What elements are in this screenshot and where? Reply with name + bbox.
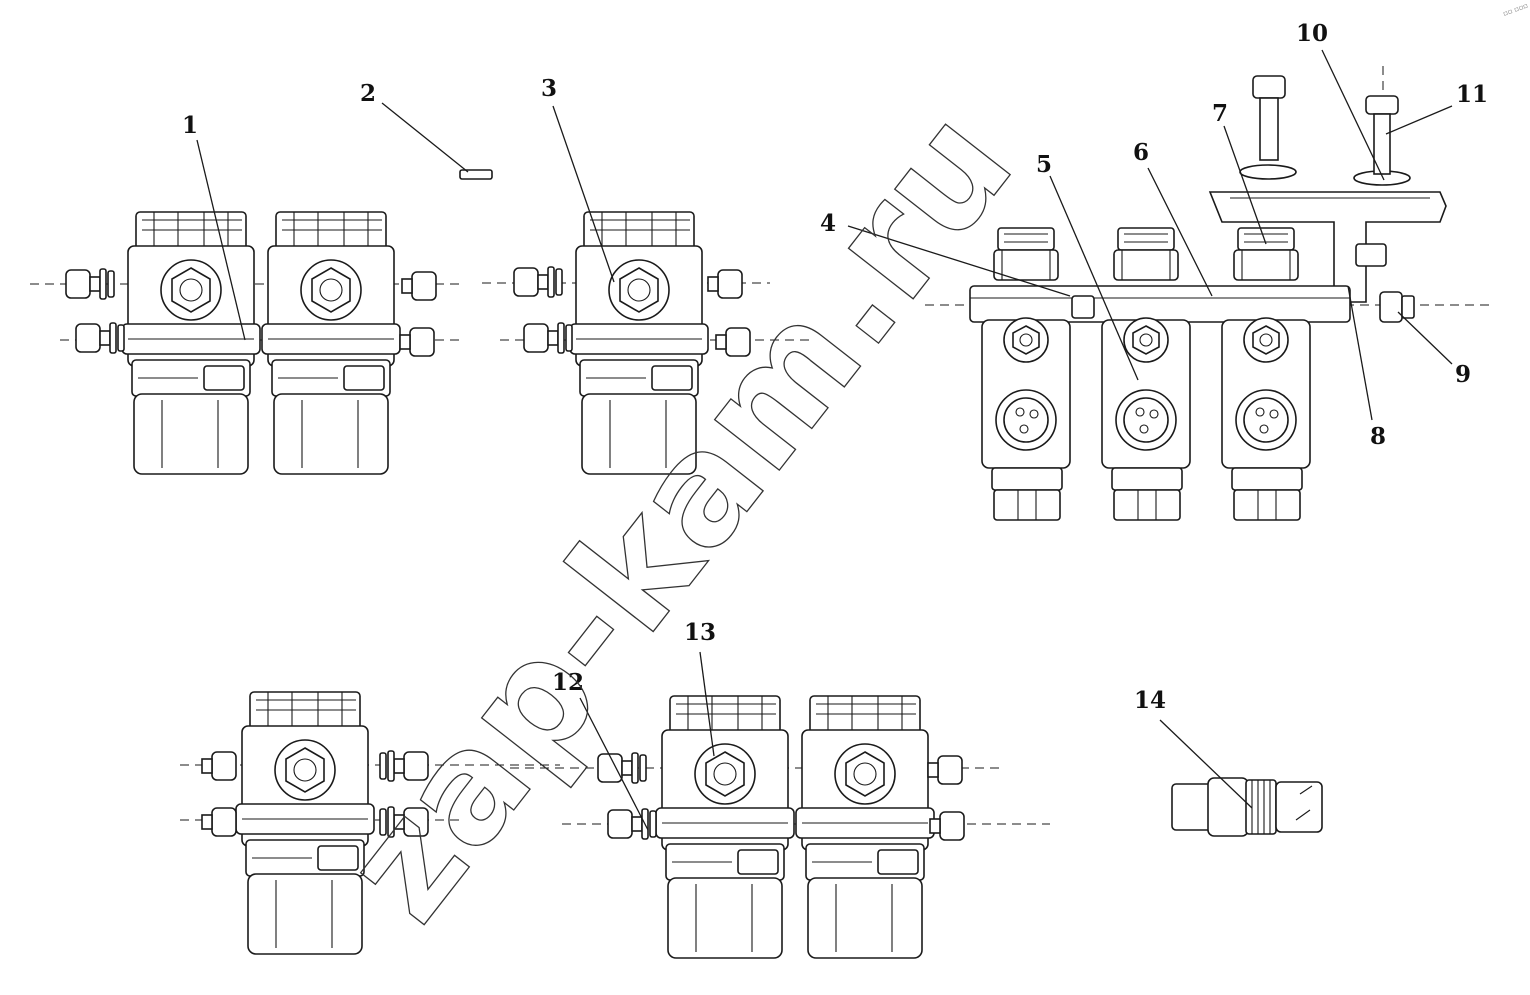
callout-8: 8 [1370, 423, 1386, 450]
callout-3: 3 [541, 75, 557, 102]
callout-1: 1 [182, 112, 198, 139]
callout-2: 2 [360, 80, 376, 107]
callout-7: 7 [1212, 100, 1228, 127]
double-modulator-1 [30, 212, 460, 474]
single-modulator-lower [180, 691, 560, 955]
callout-4: 4 [820, 210, 836, 237]
double-modulator-13 [510, 696, 1050, 958]
callout-14: 14 [1134, 687, 1166, 714]
callout-13: 13 [684, 619, 716, 646]
callout-12: 12 [552, 669, 584, 696]
callout-9: 9 [1455, 361, 1471, 388]
callout-11: 11 [1456, 81, 1488, 108]
single-modulator-3 [482, 211, 810, 475]
callout-6: 6 [1133, 139, 1149, 166]
leader-lines [196, 49, 1453, 831]
corner-mark: ▫▫ ▫▫▫ [1502, 1, 1529, 17]
washer-2 [459, 169, 493, 180]
callout-5: 5 [1036, 151, 1052, 178]
fitting-14 [1171, 777, 1323, 837]
callout-10: 10 [1296, 20, 1328, 47]
